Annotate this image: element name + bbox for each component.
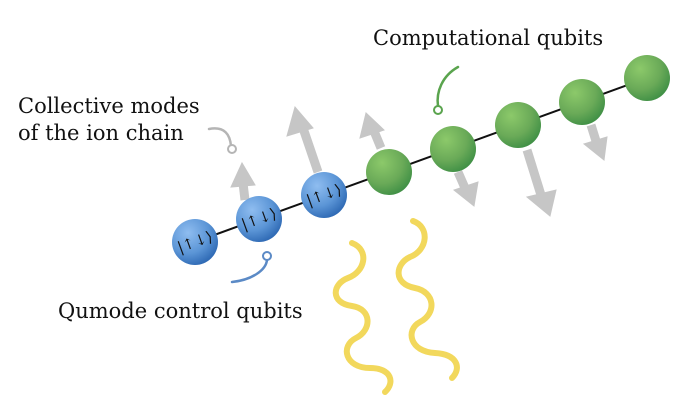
modes-pointer bbox=[207, 127, 233, 148]
computational-ion-1 bbox=[366, 149, 412, 195]
leader-lines bbox=[207, 65, 460, 284]
computational-ion-2 bbox=[430, 126, 476, 172]
computational-ion-3 bbox=[495, 102, 541, 148]
control-ion-2 bbox=[236, 196, 282, 242]
control-ion-1 bbox=[172, 219, 218, 265]
control-pointer-dot bbox=[262, 251, 272, 261]
control-ion-3 bbox=[301, 172, 347, 218]
control-qubits-label: Qumode control qubits bbox=[58, 299, 303, 323]
modes-pointer-dot bbox=[227, 144, 237, 154]
mode-arrow-down-1 bbox=[452, 170, 479, 207]
computational-qubits bbox=[366, 55, 670, 195]
laser-wave-right bbox=[395, 218, 460, 381]
computational-pointer bbox=[436, 65, 460, 108]
mode-arrow-up-3 bbox=[359, 112, 386, 150]
collective-modes-label-line2: of the ion chain bbox=[18, 121, 184, 145]
computational-ion-4 bbox=[559, 79, 605, 125]
laser-waves bbox=[332, 218, 460, 395]
computational-qubits-label: Computational qubits bbox=[373, 26, 603, 50]
mode-arrow-up-1 bbox=[230, 161, 256, 201]
control-pointer bbox=[230, 258, 269, 284]
computational-ion-5 bbox=[624, 55, 670, 101]
control-qubits: |↑↓⟩ |↑↓⟩ |↑↓⟩ bbox=[172, 172, 347, 265]
computational-pointer-dot bbox=[433, 105, 443, 115]
mode-arrow-up-2 bbox=[286, 105, 323, 174]
mode-arrow-down-2 bbox=[522, 148, 557, 217]
laser-wave-left bbox=[332, 240, 394, 395]
collective-modes-label-line1: Collective modes bbox=[18, 94, 200, 118]
mode-arrows bbox=[230, 105, 608, 217]
mode-arrow-down-3 bbox=[582, 123, 608, 161]
